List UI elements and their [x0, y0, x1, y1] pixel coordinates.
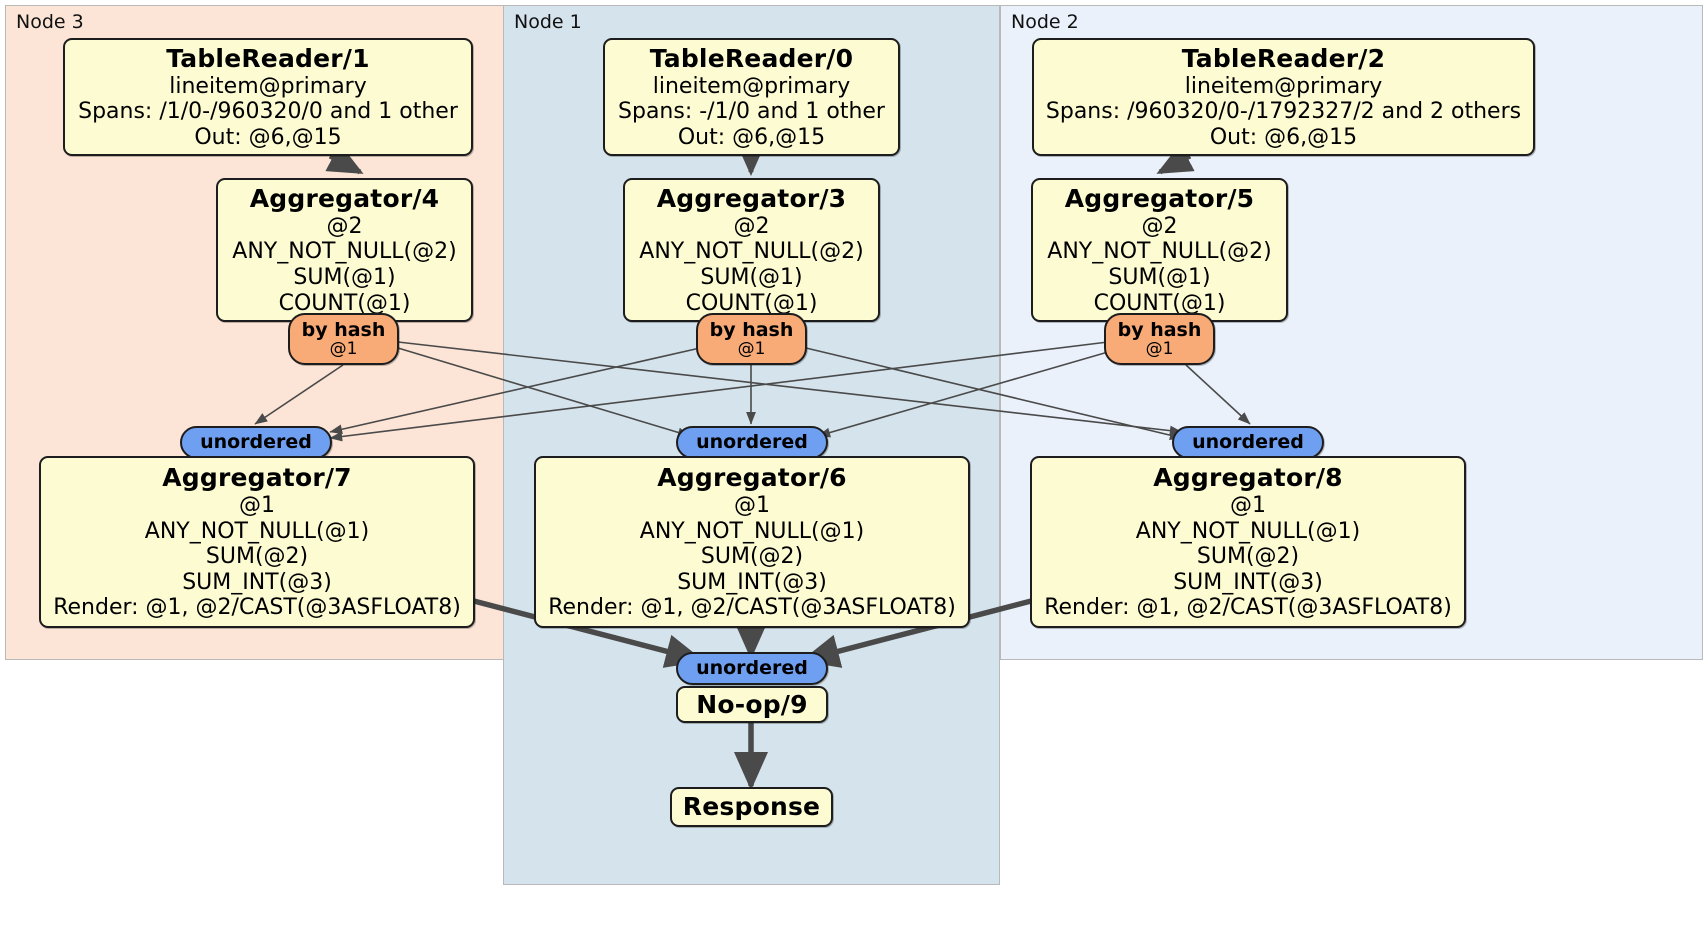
router-columns-label: @1: [1145, 339, 1174, 360]
processor-box-aggregator-4[interactable]: Aggregator/4 @2 ANY_NOT_NULL(@2) SUM(@1)…: [216, 178, 473, 322]
processor-line: lineitem@primary: [652, 73, 851, 99]
processor-line: Spans: /960320/0-/1792327/2 and 2 others: [1045, 99, 1522, 125]
processor-box-table-reader-0[interactable]: TableReader/0 lineitem@primary Spans: -/…: [603, 38, 900, 156]
processor-line: COUNT(@1): [685, 290, 818, 316]
router-type-label: by hash: [709, 318, 794, 341]
processor-line: lineitem@primary: [1184, 73, 1383, 99]
processor-line: SUM(@2): [1196, 544, 1300, 570]
processor-title: TableReader/1: [166, 43, 370, 73]
synchronizer-badge-unordered-middle[interactable]: unordered: [676, 426, 828, 459]
processor-line: Out: @6,@15: [677, 124, 826, 150]
processor-line: SUM(@1): [293, 265, 396, 290]
processor-line: Out: @6,@15: [1209, 124, 1358, 150]
processor-box-no-op-9[interactable]: No-op/9: [676, 686, 828, 723]
processor-line: Render: @1, @2/CAST(@3ASFLOAT8): [53, 595, 461, 621]
node-panel-label-node1: Node 1: [514, 11, 582, 33]
processor-line: lineitem@primary: [169, 73, 367, 99]
processor-line: SUM_INT(@3): [677, 569, 827, 595]
processor-line: @2: [733, 213, 770, 239]
processor-box-table-reader-2[interactable]: TableReader/2 lineitem@primary Spans: /9…: [1032, 38, 1535, 156]
processor-box-table-reader-1[interactable]: TableReader/1 lineitem@primary Spans: /1…: [63, 38, 473, 156]
output-router-badge-by-hash-right[interactable]: by hash @1: [1104, 313, 1215, 365]
synchronizer-type-label: unordered: [1192, 431, 1304, 454]
processor-title: Aggregator/6: [657, 463, 847, 493]
router-type-label: by hash: [301, 318, 386, 341]
router-type-label: by hash: [1117, 318, 1202, 341]
processor-line: SUM_INT(@3): [1173, 569, 1323, 595]
processor-box-aggregator-8[interactable]: Aggregator/8 @1 ANY_NOT_NULL(@1) SUM(@2)…: [1030, 456, 1466, 628]
node-panel-label-node2: Node 2: [1011, 11, 1079, 33]
synchronizer-type-label: unordered: [696, 431, 808, 454]
synchronizer-badge-unordered-left[interactable]: unordered: [180, 426, 332, 459]
processor-title: No-op/9: [696, 689, 808, 719]
processor-line: ANY_NOT_NULL(@1): [1135, 518, 1361, 544]
processor-title: Aggregator/4: [249, 183, 440, 213]
synchronizer-type-label: unordered: [200, 431, 312, 454]
processor-line: ANY_NOT_NULL(@1): [144, 518, 370, 544]
router-columns-label: @1: [737, 339, 766, 360]
processor-line: @1: [239, 493, 275, 519]
processor-line: @2: [1141, 213, 1178, 239]
processor-line: @1: [1230, 493, 1266, 519]
synchronizer-badge-unordered-right[interactable]: unordered: [1172, 426, 1324, 459]
processor-line: SUM(@2): [700, 544, 804, 570]
processor-box-response[interactable]: Response: [670, 787, 833, 827]
processor-title: Aggregator/5: [1064, 183, 1255, 213]
processor-line: Spans: -/1/0 and 1 other: [618, 99, 885, 125]
processor-box-aggregator-3[interactable]: Aggregator/3 @2 ANY_NOT_NULL(@2) SUM(@1)…: [623, 178, 880, 322]
processor-line: Render: @1, @2/CAST(@3ASFLOAT8): [1044, 595, 1452, 621]
output-router-badge-by-hash-left[interactable]: by hash @1: [288, 313, 399, 365]
synchronizer-type-label: unordered: [696, 657, 808, 680]
processor-line: SUM(@1): [1108, 265, 1211, 290]
processor-box-aggregator-6[interactable]: Aggregator/6 @1 ANY_NOT_NULL(@1) SUM(@2)…: [534, 456, 970, 628]
processor-line: Out: @6,@15: [194, 124, 342, 150]
processor-title: Response: [682, 792, 821, 821]
processor-line: ANY_NOT_NULL(@2): [232, 239, 457, 265]
synchronizer-badge-unordered-final[interactable]: unordered: [676, 652, 828, 685]
node-panel-label-node3: Node 3: [16, 11, 84, 33]
processor-box-aggregator-7[interactable]: Aggregator/7 @1 ANY_NOT_NULL(@1) SUM(@2)…: [39, 456, 475, 628]
processor-title: Aggregator/8: [1153, 463, 1343, 493]
processor-line: SUM_INT(@3): [182, 569, 332, 595]
output-router-badge-by-hash-middle[interactable]: by hash @1: [696, 313, 807, 365]
processor-line: @1: [734, 493, 770, 519]
processor-line: Render: @1, @2/CAST(@3ASFLOAT8): [548, 595, 956, 621]
processor-title: Aggregator/3: [656, 183, 847, 213]
processor-line: SUM(@1): [700, 265, 803, 290]
processor-title: Aggregator/7: [162, 463, 352, 493]
processor-line: COUNT(@1): [1093, 290, 1226, 316]
processor-title: TableReader/0: [649, 43, 854, 73]
processor-box-aggregator-5[interactable]: Aggregator/5 @2 ANY_NOT_NULL(@2) SUM(@1)…: [1031, 178, 1288, 322]
processor-line: ANY_NOT_NULL(@1): [639, 518, 865, 544]
processor-line: @2: [326, 213, 363, 239]
processor-line: COUNT(@1): [278, 290, 411, 316]
processor-line: ANY_NOT_NULL(@2): [639, 239, 864, 265]
processor-line: SUM(@2): [205, 544, 309, 570]
processor-line: ANY_NOT_NULL(@2): [1047, 239, 1272, 265]
processor-title: TableReader/2: [1181, 43, 1386, 73]
router-columns-label: @1: [329, 339, 358, 360]
processor-line: Spans: /1/0-/960320/0 and 1 other: [78, 99, 458, 125]
